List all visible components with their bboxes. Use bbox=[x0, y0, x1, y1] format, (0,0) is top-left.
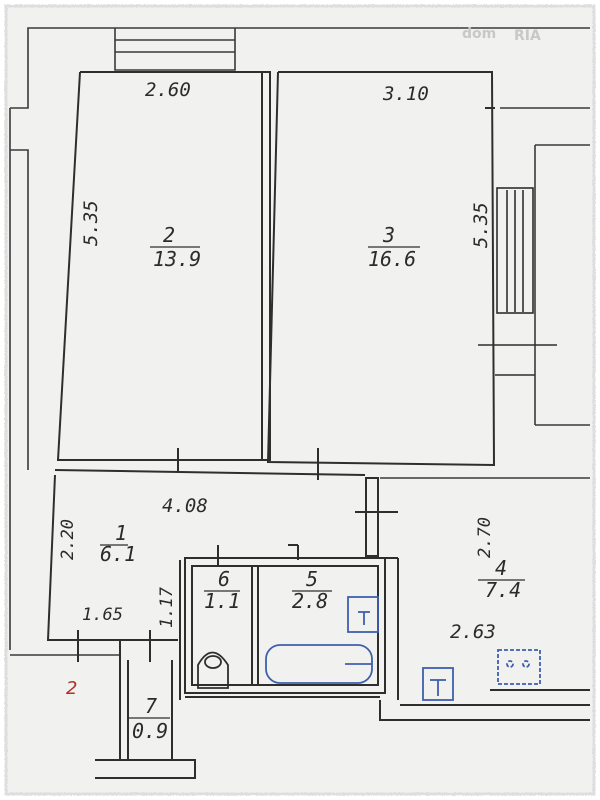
watermark-text: dom bbox=[462, 26, 496, 42]
room-2-number: 2 bbox=[163, 223, 175, 247]
room-1-area: 6.1 bbox=[100, 542, 136, 566]
dim-room-2-width: 2.60 bbox=[145, 79, 191, 101]
dim-room-4-height: 2.70 bbox=[475, 517, 495, 558]
bathtub-fixture bbox=[265, 644, 373, 684]
watermark-logo: dom RIA bbox=[462, 26, 541, 44]
toilet-fixture bbox=[197, 651, 229, 689]
room-6-area: 1.1 bbox=[204, 589, 240, 613]
room-5-number: 5 bbox=[306, 567, 318, 591]
dim-room-3-width: 3.10 bbox=[382, 83, 429, 105]
room-7-walls bbox=[95, 660, 380, 779]
watermark-brand: RIA bbox=[514, 28, 541, 44]
room-3-number: 3 bbox=[382, 223, 395, 247]
room-4-number: 4 bbox=[495, 556, 507, 580]
paper-sheet bbox=[4, 4, 596, 796]
outer-walls bbox=[9, 27, 590, 656]
room-5-area: 2.8 bbox=[292, 589, 328, 613]
room-4-area: 7.4 bbox=[485, 578, 521, 602]
window-room-3 bbox=[478, 187, 557, 376]
room-3-area: 16.6 bbox=[368, 247, 416, 271]
room-7-number: 7 bbox=[145, 694, 157, 718]
dim-room-3-height: 5.35 bbox=[470, 202, 492, 248]
room-2-area: 13.9 bbox=[153, 247, 201, 271]
dim-room-1-width: 1.65 bbox=[82, 605, 123, 625]
dim-corridor-width: 4.08 bbox=[162, 495, 208, 517]
dim-room-2-height: 5.35 bbox=[80, 200, 102, 246]
dim-room-1-side: 1.17 bbox=[157, 586, 177, 628]
room-1-walls bbox=[46, 474, 181, 760]
corner-marker: 2 bbox=[66, 678, 77, 699]
corridor-walls bbox=[54, 448, 398, 557]
stove-fixture bbox=[497, 649, 541, 685]
dim-room-4-width: 2.63 bbox=[450, 621, 496, 643]
room-1-number: 1 bbox=[115, 521, 127, 545]
room-7-area: 0.9 bbox=[132, 719, 168, 743]
room-2-walls bbox=[56, 71, 271, 461]
room-6-number: 6 bbox=[218, 567, 230, 591]
sink-fixture bbox=[347, 596, 379, 633]
room-4-walls bbox=[379, 557, 590, 721]
dim-room-1-height: 2.20 bbox=[58, 519, 78, 560]
room-3-walls bbox=[266, 71, 496, 467]
kitchen-sink-fixture bbox=[422, 667, 454, 701]
